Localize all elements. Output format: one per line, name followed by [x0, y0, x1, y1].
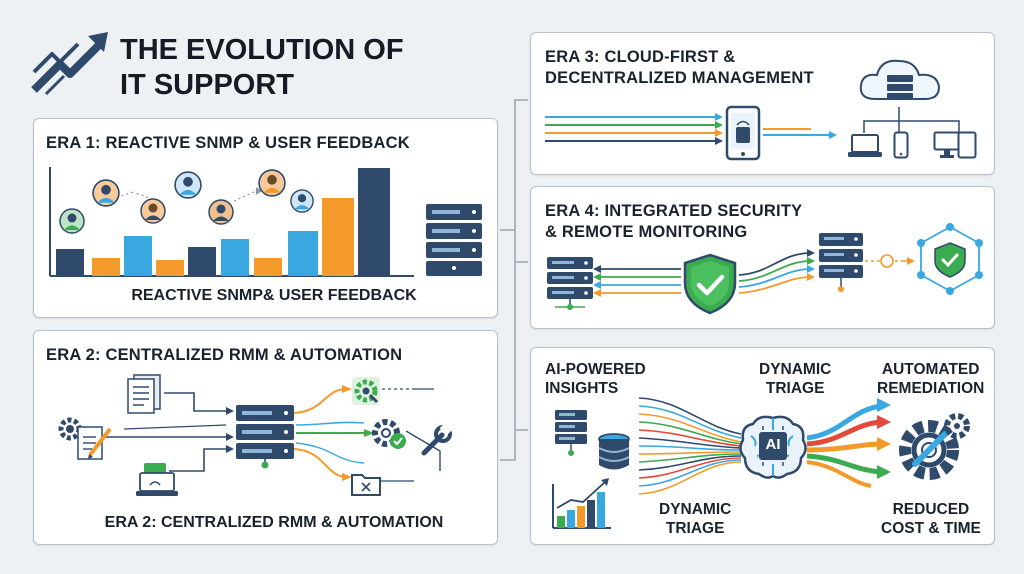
document-icon — [127, 374, 161, 414]
user-avatar-icon — [92, 179, 120, 207]
tablet-icon — [957, 131, 977, 159]
user-avatar-icon — [140, 198, 166, 224]
gear-check-icon — [372, 419, 406, 449]
folder-icon — [351, 474, 381, 496]
server-stack-icon — [555, 410, 587, 456]
bar — [188, 247, 216, 276]
user-avatar-icon — [59, 208, 85, 234]
era3-flow-diagram — [545, 107, 960, 145]
user-avatar-icon — [258, 169, 286, 197]
mobile-device-icon — [725, 105, 761, 161]
server-stack-icon — [819, 233, 863, 292]
era2-flow-diagram — [94, 385, 441, 482]
gear-edit-icon — [58, 417, 112, 460]
wrench-icon — [421, 422, 453, 456]
era1-panel: ERA 1: REACTIVE SNMP & USER FEEDBACK — [33, 118, 498, 318]
era5-panel: AI-POWERED INSIGHTS DYNAMIC TRIAGE AUTOM… — [530, 347, 995, 545]
automated-remediation-label: AUTOMATED REMEDIATION — [877, 361, 985, 397]
dynamic-triage-top-label: DYNAMIC TRIAGE — [759, 361, 832, 397]
trend-up-arrow-icon — [31, 32, 108, 96]
bar — [254, 258, 282, 276]
bar — [221, 239, 249, 276]
laptop-icon — [848, 134, 882, 157]
bar — [322, 198, 354, 276]
user-avatar-icon — [174, 171, 202, 199]
bar — [288, 231, 318, 276]
era1-title: ERA 1: REACTIVE SNMP & USER FEEDBACK — [46, 134, 410, 152]
bar — [124, 236, 152, 276]
era3-title: ERA 3: CLOUD-FIRST & DECENTRALIZED MANAG… — [545, 48, 814, 87]
page-title: THE EVOLUTION OF IT SUPPORT — [120, 34, 404, 101]
reduced-cost-label: REDUCED COST & TIME — [881, 501, 981, 537]
era4-title: ERA 4: INTEGRATED SECURITY & REMOTE MONI… — [545, 202, 803, 241]
era2-panel: ERA 2: CENTRALIZED RMM & AUTOMATION — [33, 330, 498, 545]
bar — [358, 168, 390, 276]
era2-caption: ERA 2: CENTRALIZED RMM & AUTOMATION — [104, 514, 444, 531]
server-stack-icon — [547, 257, 593, 310]
gear-icon — [352, 377, 380, 405]
era1-bar-chart — [49, 167, 414, 277]
server-stack-icon — [236, 405, 294, 469]
dynamic-triage-bottom-label: DYNAMIC TRIAGE — [659, 501, 732, 537]
shield-check-icon — [683, 253, 737, 315]
cloud-server-icon — [859, 59, 941, 100]
era4-panel: ERA 4: INTEGRATED SECURITY & REMOTE MONI… — [530, 186, 995, 329]
bar — [56, 249, 84, 276]
user-avatar-icon — [290, 189, 314, 213]
ai-chip-label: AI — [765, 436, 781, 453]
era5-flow-diagram — [638, 397, 891, 495]
gears-icon — [899, 413, 970, 480]
ai-brain-icon — [739, 415, 807, 479]
database-icon — [598, 433, 630, 470]
era4-flow-diagram — [593, 249, 915, 297]
bar-chart-icon — [552, 478, 611, 529]
era2-title: ERA 2: CENTRALIZED RMM & AUTOMATION — [46, 346, 403, 364]
server-stack-icon — [426, 204, 482, 276]
bar — [92, 258, 120, 276]
ai-insights-label: AI-POWERED INSIGHTS — [545, 361, 646, 397]
user-avatar-icon — [208, 199, 234, 225]
era3-panel: ERA 3: CLOUD-FIRST & DECENTRALIZED MANAG… — [530, 32, 995, 175]
network-shield-icon — [917, 223, 983, 295]
laptop-icon — [136, 463, 178, 496]
bar — [156, 260, 184, 276]
era1-caption: REACTIVE SNMP& USER FEEDBACK — [131, 287, 417, 304]
phone-icon — [893, 131, 909, 159]
